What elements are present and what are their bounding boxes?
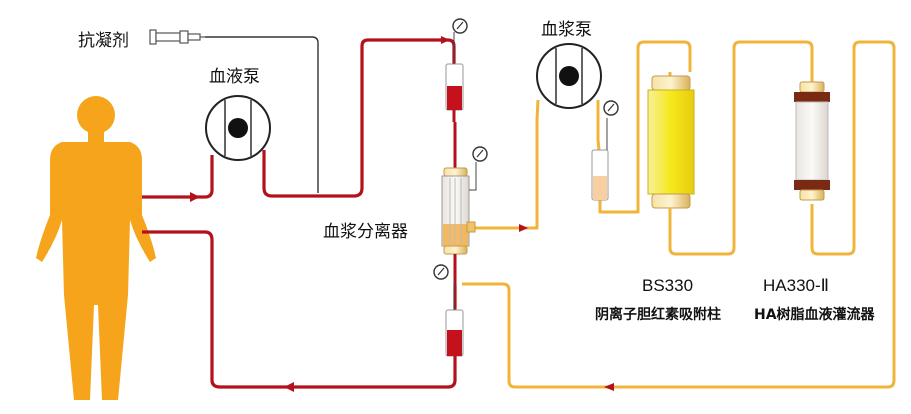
syringe-icon <box>149 29 206 45</box>
bs330-model-label: BS330 <box>642 276 694 295</box>
human-body-icon <box>36 96 156 400</box>
blood-to-separator-line <box>262 38 456 198</box>
ha330-description: HA树脂血液灌流器 <box>754 307 875 323</box>
pump-icon <box>536 43 602 109</box>
venous-drip-chamber <box>445 270 464 380</box>
plasma-pump-label: 血浆泵 <box>541 20 592 40</box>
ha330-cartridge <box>794 81 830 201</box>
ha330-to-return-line <box>462 40 896 389</box>
pressure-gauge-icon <box>603 100 619 116</box>
plasma-separator-label: 血浆分离器 <box>323 222 408 242</box>
pressure-gauge-icon <box>452 18 468 34</box>
pressure-gauge-icon <box>433 264 449 280</box>
arterial-drip-chamber <box>445 32 464 122</box>
pressure-gauge-icon <box>472 146 488 162</box>
anticoagulant-label: 抗凝剂 <box>78 31 129 51</box>
anticoagulant-line <box>205 36 319 193</box>
plasma-separator-column <box>441 122 477 270</box>
ha330-model-label: HA330-Ⅱ <box>763 276 830 295</box>
plasma-drip-chamber <box>591 118 609 201</box>
blood-outflow-line <box>142 155 214 199</box>
blood-pump-label: 血液泵 <box>209 67 260 87</box>
plasma-to-pump-line <box>470 99 540 230</box>
pump-icon <box>205 95 271 161</box>
blood-return-line <box>142 230 457 389</box>
bs330-column <box>647 72 695 214</box>
bs330-description: 阴离子胆红素吸附柱 <box>595 307 721 323</box>
bs330-to-ha330-line <box>668 40 814 256</box>
